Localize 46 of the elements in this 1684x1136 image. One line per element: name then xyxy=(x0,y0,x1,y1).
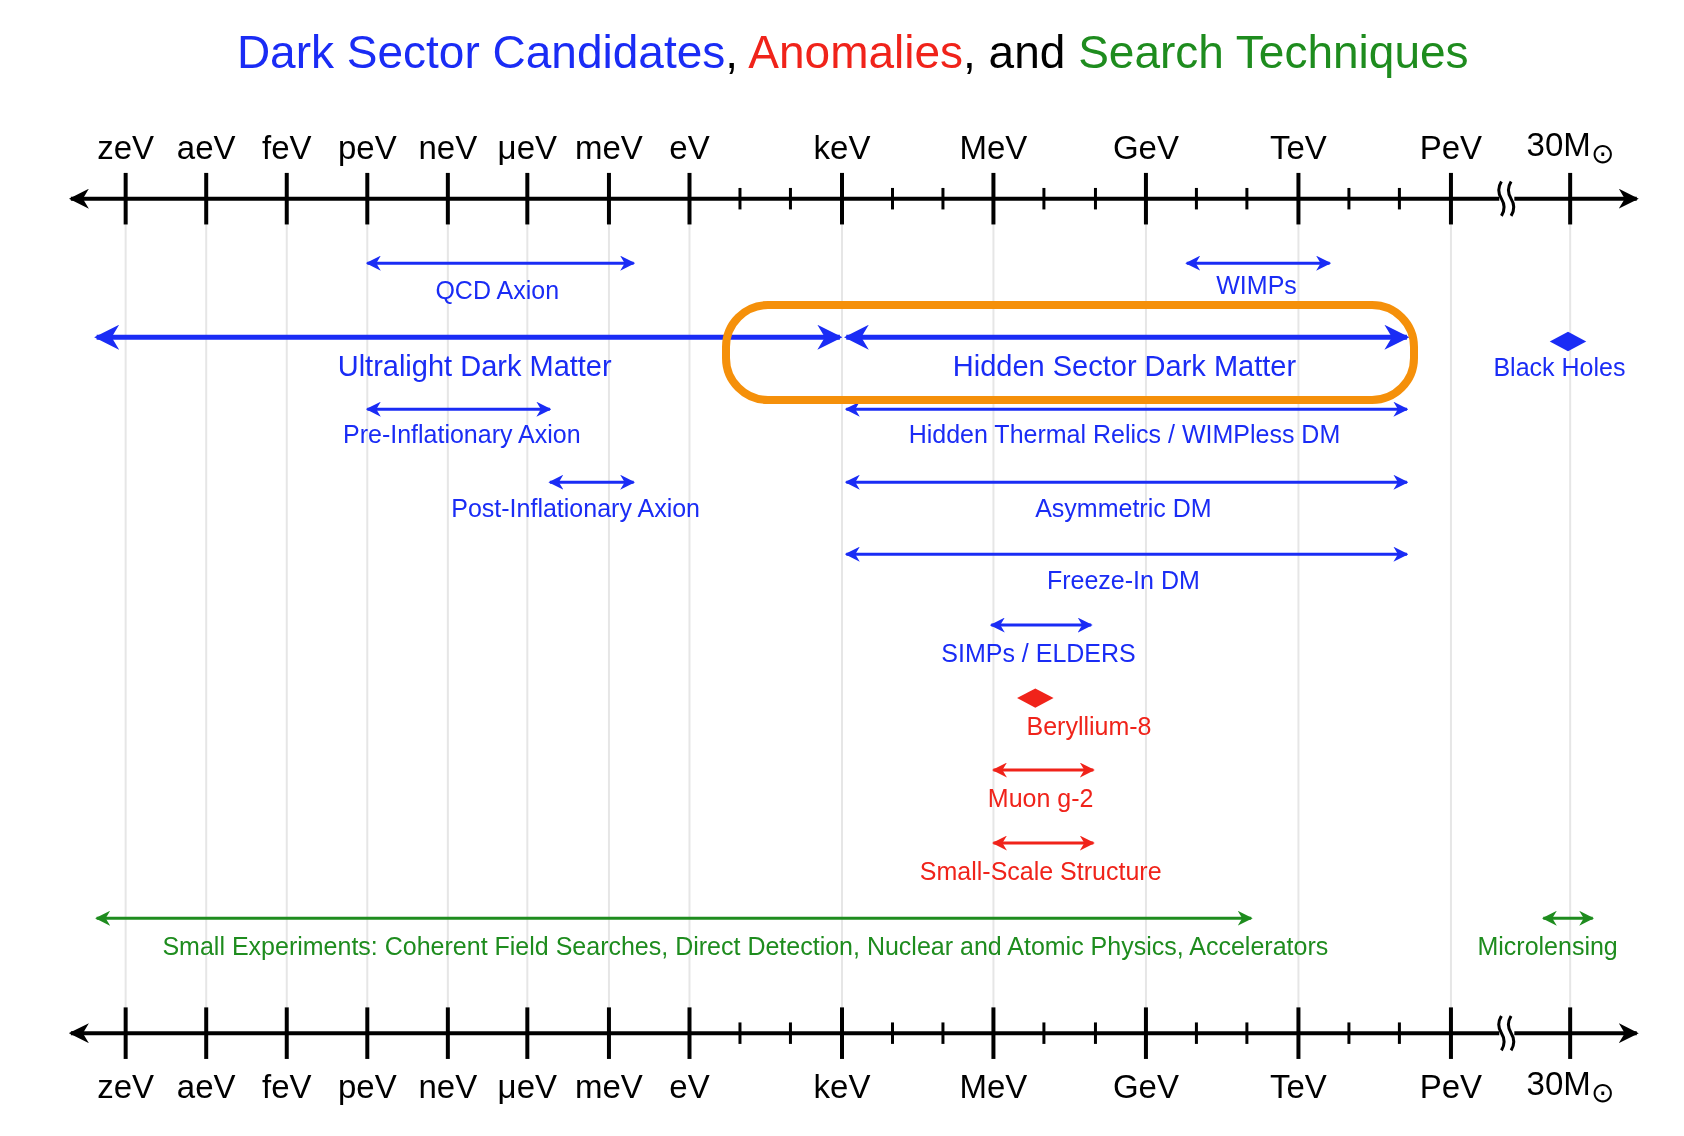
scale-label: PeV xyxy=(1419,130,1483,167)
range-label: Asymmetric DM xyxy=(1035,495,1212,523)
scale-label: keV xyxy=(813,1068,871,1105)
scale-label: eV xyxy=(669,130,710,167)
scale-label: μeV xyxy=(497,130,557,167)
range-label: Hidden Sector Dark Matter xyxy=(952,351,1297,384)
range-label: QCD Axion xyxy=(435,277,560,305)
scale-label: zeV xyxy=(97,130,155,167)
range-label: Muon g-2 xyxy=(987,785,1094,813)
scale-label: MeV xyxy=(959,130,1028,167)
range-label: Post-Inflationary Axion xyxy=(451,495,700,523)
scale-label: TeV xyxy=(1270,1068,1327,1105)
scale-label: feV xyxy=(262,1068,312,1105)
scale-label: μeV xyxy=(497,1068,557,1105)
scale-label: zeV xyxy=(97,1068,155,1105)
highlight-box xyxy=(721,300,1418,404)
range-label: Black Holes xyxy=(1493,354,1626,383)
range-label: Freeze-In DM xyxy=(1046,567,1200,595)
scale-label: keV xyxy=(813,130,871,167)
scale-label: 30M$_{⊙}$ xyxy=(1526,1065,1614,1109)
range-label: Small-Scale Structure xyxy=(919,858,1162,886)
scale-label: aeV xyxy=(176,130,236,167)
scale-label: neV xyxy=(418,1068,478,1105)
scale-label: feV xyxy=(262,130,312,167)
scale-label: meV xyxy=(575,1068,643,1105)
scale-label: aeV xyxy=(176,1068,236,1105)
scale-label: peV xyxy=(337,130,397,167)
range-label: Small Experiments: Coherent Field Searches, Direct Detection, Nuclear and Atomic Physics, Accelerators xyxy=(162,933,1329,961)
scale-label: meV xyxy=(575,130,643,167)
scale-label: GeV xyxy=(1112,1068,1179,1105)
range-label: Pre-Inflationary Axion xyxy=(343,421,581,449)
scale-label: peV xyxy=(337,1068,397,1105)
scale-label: 30M$_{⊙}$ xyxy=(1526,126,1614,170)
range-label: Microlensing xyxy=(1477,933,1618,961)
range-label: WIMPs xyxy=(1216,271,1297,300)
scale-label: GeV xyxy=(1112,130,1179,167)
scale-label: PeV xyxy=(1419,1068,1483,1105)
range-label: Ultralight Dark Matter xyxy=(337,351,612,384)
scale-label: eV xyxy=(669,1068,710,1105)
scale-label: MeV xyxy=(959,1068,1028,1105)
scale-label: neV xyxy=(418,130,478,167)
title: Dark Sector Candidates, Anomalies, and Search Techniques xyxy=(236,26,1469,77)
scale-label: TeV xyxy=(1270,130,1327,167)
range-label: Hidden Thermal Relics / WIMPless DM xyxy=(908,421,1341,449)
range-label: Beryllium-8 xyxy=(1026,713,1152,741)
range-label: SIMPs / ELDERS xyxy=(941,640,1136,668)
